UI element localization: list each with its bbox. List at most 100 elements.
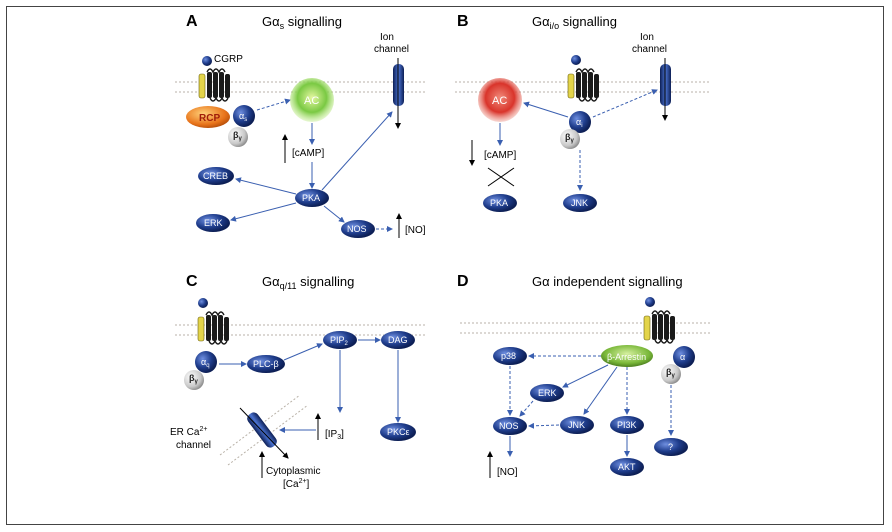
cyto-label-1: Cytoplasmic <box>266 466 320 477</box>
arrow-erk-to-nos <box>519 400 534 417</box>
panel-a: A Gαs signalling CGRP RCP αs βγ AC [cAMP… <box>175 13 426 238</box>
arrow-jnk-to-nos <box>528 422 560 429</box>
pi3k-label: PI3K <box>617 420 637 430</box>
beta-gamma-d-label: βγ <box>666 367 676 379</box>
nos-a-node <box>341 220 375 238</box>
pka-b-node <box>483 194 517 212</box>
beta-gamma-b <box>560 129 580 149</box>
arrow-plc-to-pip2 <box>283 343 323 361</box>
beta-gamma-a-label: βγ <box>233 130 243 142</box>
panel-c-letter: C <box>186 273 198 290</box>
creb-node <box>198 167 234 185</box>
alpha-d-label: α <box>680 352 685 362</box>
ac-b-label: AC <box>492 95 507 107</box>
cgrp-ligand <box>202 56 212 66</box>
barrestin-node <box>601 345 653 367</box>
jnk-b-node <box>563 194 597 212</box>
dag-node <box>381 331 415 349</box>
pka-b-label: PKA <box>490 198 508 208</box>
akt-label: AKT <box>618 462 636 472</box>
arrow-pka-to-nos <box>323 205 345 223</box>
panel-c: C Gαq/11 signalling αq βγ PLC-β PIP2 DAG… <box>170 273 425 490</box>
panel-a-title: Gαs signalling <box>262 14 342 31</box>
beta-gamma-a <box>228 127 248 147</box>
p38-label: p38 <box>501 351 516 361</box>
pkc-node <box>380 423 416 441</box>
jnk-b-label: JNK <box>571 198 588 208</box>
pi3k-node <box>610 416 644 434</box>
panel-b: B Gαi/o signalling AC αi βγ [cAMP] PKA J… <box>455 13 710 212</box>
arrow-alpha-to-ac <box>256 98 291 111</box>
alpha-s-label: αs <box>239 111 247 123</box>
arrow-arrestin-to-erk <box>562 364 609 388</box>
alpha-q-subunit <box>195 351 217 373</box>
ion-channel-a-label-1: Ion <box>380 32 394 43</box>
ligand-d <box>645 297 655 307</box>
jnk-d-node <box>560 416 594 434</box>
ip3-label: [IP3] <box>325 429 344 441</box>
ion-channel-b-label-2: channel <box>632 44 667 55</box>
ac-active-node <box>290 78 334 122</box>
akt-node <box>610 458 644 476</box>
pip2-label: PIP2 <box>330 335 349 347</box>
camp-a-label: [cAMP] <box>292 148 324 159</box>
nos-d-label: NOS <box>499 421 519 431</box>
dag-label: DAG <box>388 335 408 345</box>
alpha-q-label: αq <box>201 357 210 369</box>
ac-a-label: AC <box>304 95 319 107</box>
arrow-arrestin-to-jnk <box>583 366 618 415</box>
rcp-node <box>186 106 230 128</box>
arrow-pka-to-creb <box>235 177 297 195</box>
arrow-alpha-i-to-channel <box>592 89 658 118</box>
ion-channel-b-label-1: Ion <box>640 32 654 43</box>
erk-a-label: ERK <box>204 218 223 228</box>
alpha-s-subunit <box>233 105 255 127</box>
panel-d-letter: D <box>457 273 469 290</box>
pkc-label: PKCε <box>387 427 410 437</box>
panel-c-title: Gαq/11 signalling <box>262 274 354 291</box>
panel-d-title: Gα independent signalling <box>532 274 683 289</box>
panel-a-letter: A <box>186 13 198 30</box>
block-cross-icon <box>487 167 515 187</box>
unknown-node <box>654 438 688 456</box>
no-a-label: [NO] <box>405 225 426 236</box>
plc-node <box>247 355 285 373</box>
barrestin-label: β-Arrestin <box>607 352 646 362</box>
creb-label: CREB <box>203 171 228 181</box>
beta-gamma-b-label: βγ <box>565 132 575 144</box>
erk-d-label: ERK <box>538 388 557 398</box>
beta-gamma-c <box>184 370 204 390</box>
arrow-pka-to-channel <box>321 111 393 191</box>
plc-label: PLC-β <box>253 359 279 369</box>
beta-gamma-c-label: βγ <box>189 373 199 385</box>
panel-d: D Gα independent signalling β-Arrestin α… <box>457 273 712 478</box>
unknown-label: ? <box>668 442 673 452</box>
ac-inhibited-node <box>478 78 522 122</box>
nos-d-node <box>493 417 527 435</box>
camp-b-label: [cAMP] <box>484 150 516 161</box>
pip2-node <box>323 331 357 349</box>
receptor-d-icon <box>643 310 676 344</box>
cgrp-label: CGRP <box>214 54 243 65</box>
no-d-label: [NO] <box>497 467 518 478</box>
alpha-i-subunit <box>569 111 591 133</box>
figure-frame <box>6 6 884 525</box>
p38-node <box>493 347 527 365</box>
erk-a-node <box>196 214 230 232</box>
nos-a-label: NOS <box>347 224 367 234</box>
panel-b-title: Gαi/o signalling <box>532 14 617 31</box>
er-calcium-flow-arrow <box>239 407 289 459</box>
erk-d-node <box>530 384 564 402</box>
rcp-label: RCP <box>199 113 220 124</box>
pka-a-node <box>295 189 329 207</box>
jnk-d-label: JNK <box>568 420 585 430</box>
alpha-i-label: αi <box>576 117 583 129</box>
cyto-label-2: [Ca2+] <box>283 478 310 490</box>
er-label-1: ER Ca2+ <box>170 426 207 438</box>
alpha-d-subunit <box>673 346 695 368</box>
pka-a-label: PKA <box>302 193 320 203</box>
receptor-c-icon <box>197 311 230 345</box>
beta-gamma-d <box>661 364 681 384</box>
arrow-alpha-i-to-ac <box>523 101 569 118</box>
